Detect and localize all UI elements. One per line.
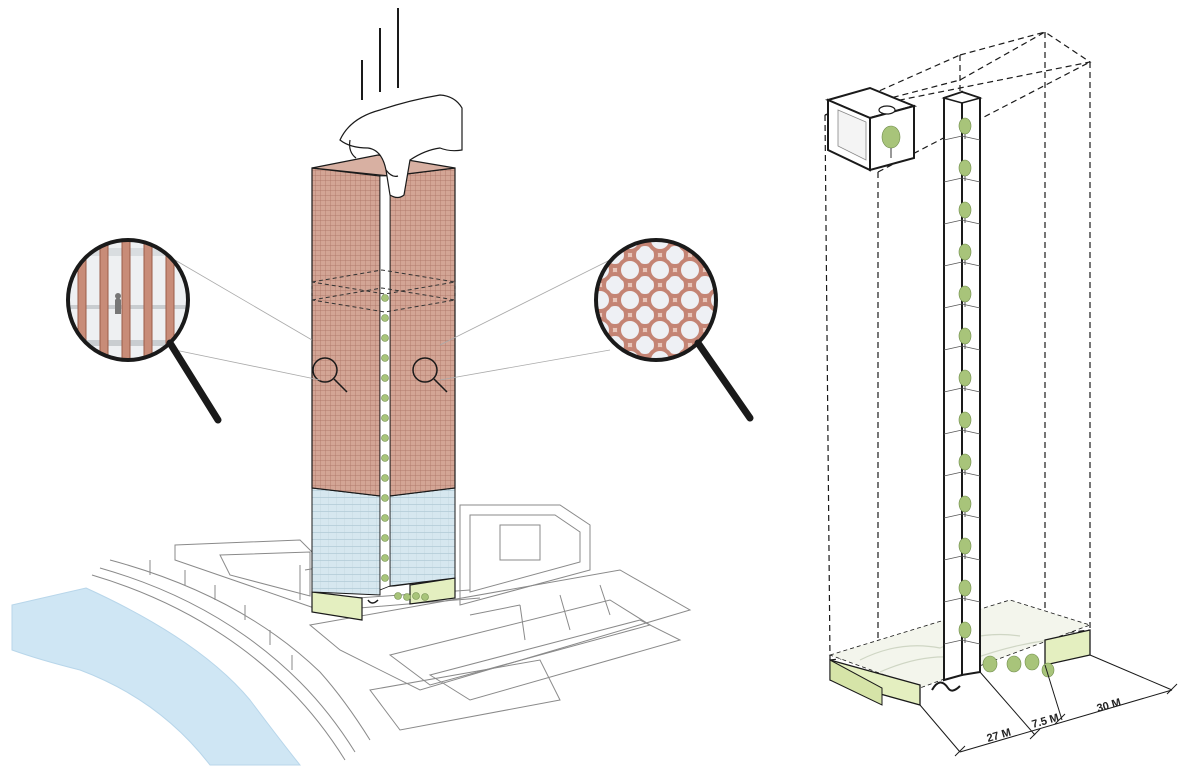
void-floor-lines <box>943 135 981 645</box>
left-illustration <box>11 8 754 766</box>
lens-connectors <box>174 259 611 381</box>
magnifier-icon <box>312 357 348 393</box>
right-illustration: 27 M 7.5 M 30 M <box>824 31 1178 757</box>
ground-path <box>367 599 379 604</box>
tower-glass-left-face <box>311 487 381 596</box>
tower-glass-right-face <box>389 487 456 587</box>
water-body <box>11 587 302 766</box>
tower-top <box>311 154 456 177</box>
left-podium-base <box>311 591 363 621</box>
tree-icon <box>982 653 1055 678</box>
ring-facade-detail-lens <box>594 238 754 422</box>
magnifier-handle <box>694 339 754 422</box>
dimension-label-slot: 7.5 M <box>1031 712 1061 731</box>
slot-trees <box>381 294 429 601</box>
fin-facade-detail-lens <box>66 238 222 424</box>
void-tower-top <box>941 91 983 104</box>
dimension-lines <box>919 654 1178 757</box>
dimension-label-right: 30 M <box>1096 697 1123 715</box>
tower-facade-left-face <box>311 167 381 497</box>
tree-icon <box>958 117 972 643</box>
magnifier-handle <box>166 339 222 424</box>
tree-icon <box>881 125 901 149</box>
riverside-road <box>91 559 371 761</box>
tower-facade-right-face <box>389 167 456 497</box>
detached-unit-cube <box>825 86 918 172</box>
motion-lines <box>361 8 399 100</box>
magnifier-icon <box>412 357 448 393</box>
dashed-section-box <box>311 269 456 313</box>
tower-central-slot <box>379 175 391 591</box>
hand-icon <box>339 94 463 199</box>
left-base-block-end <box>829 659 883 706</box>
ground-path <box>931 681 961 692</box>
dimension-label-left: 27 M <box>986 727 1013 745</box>
